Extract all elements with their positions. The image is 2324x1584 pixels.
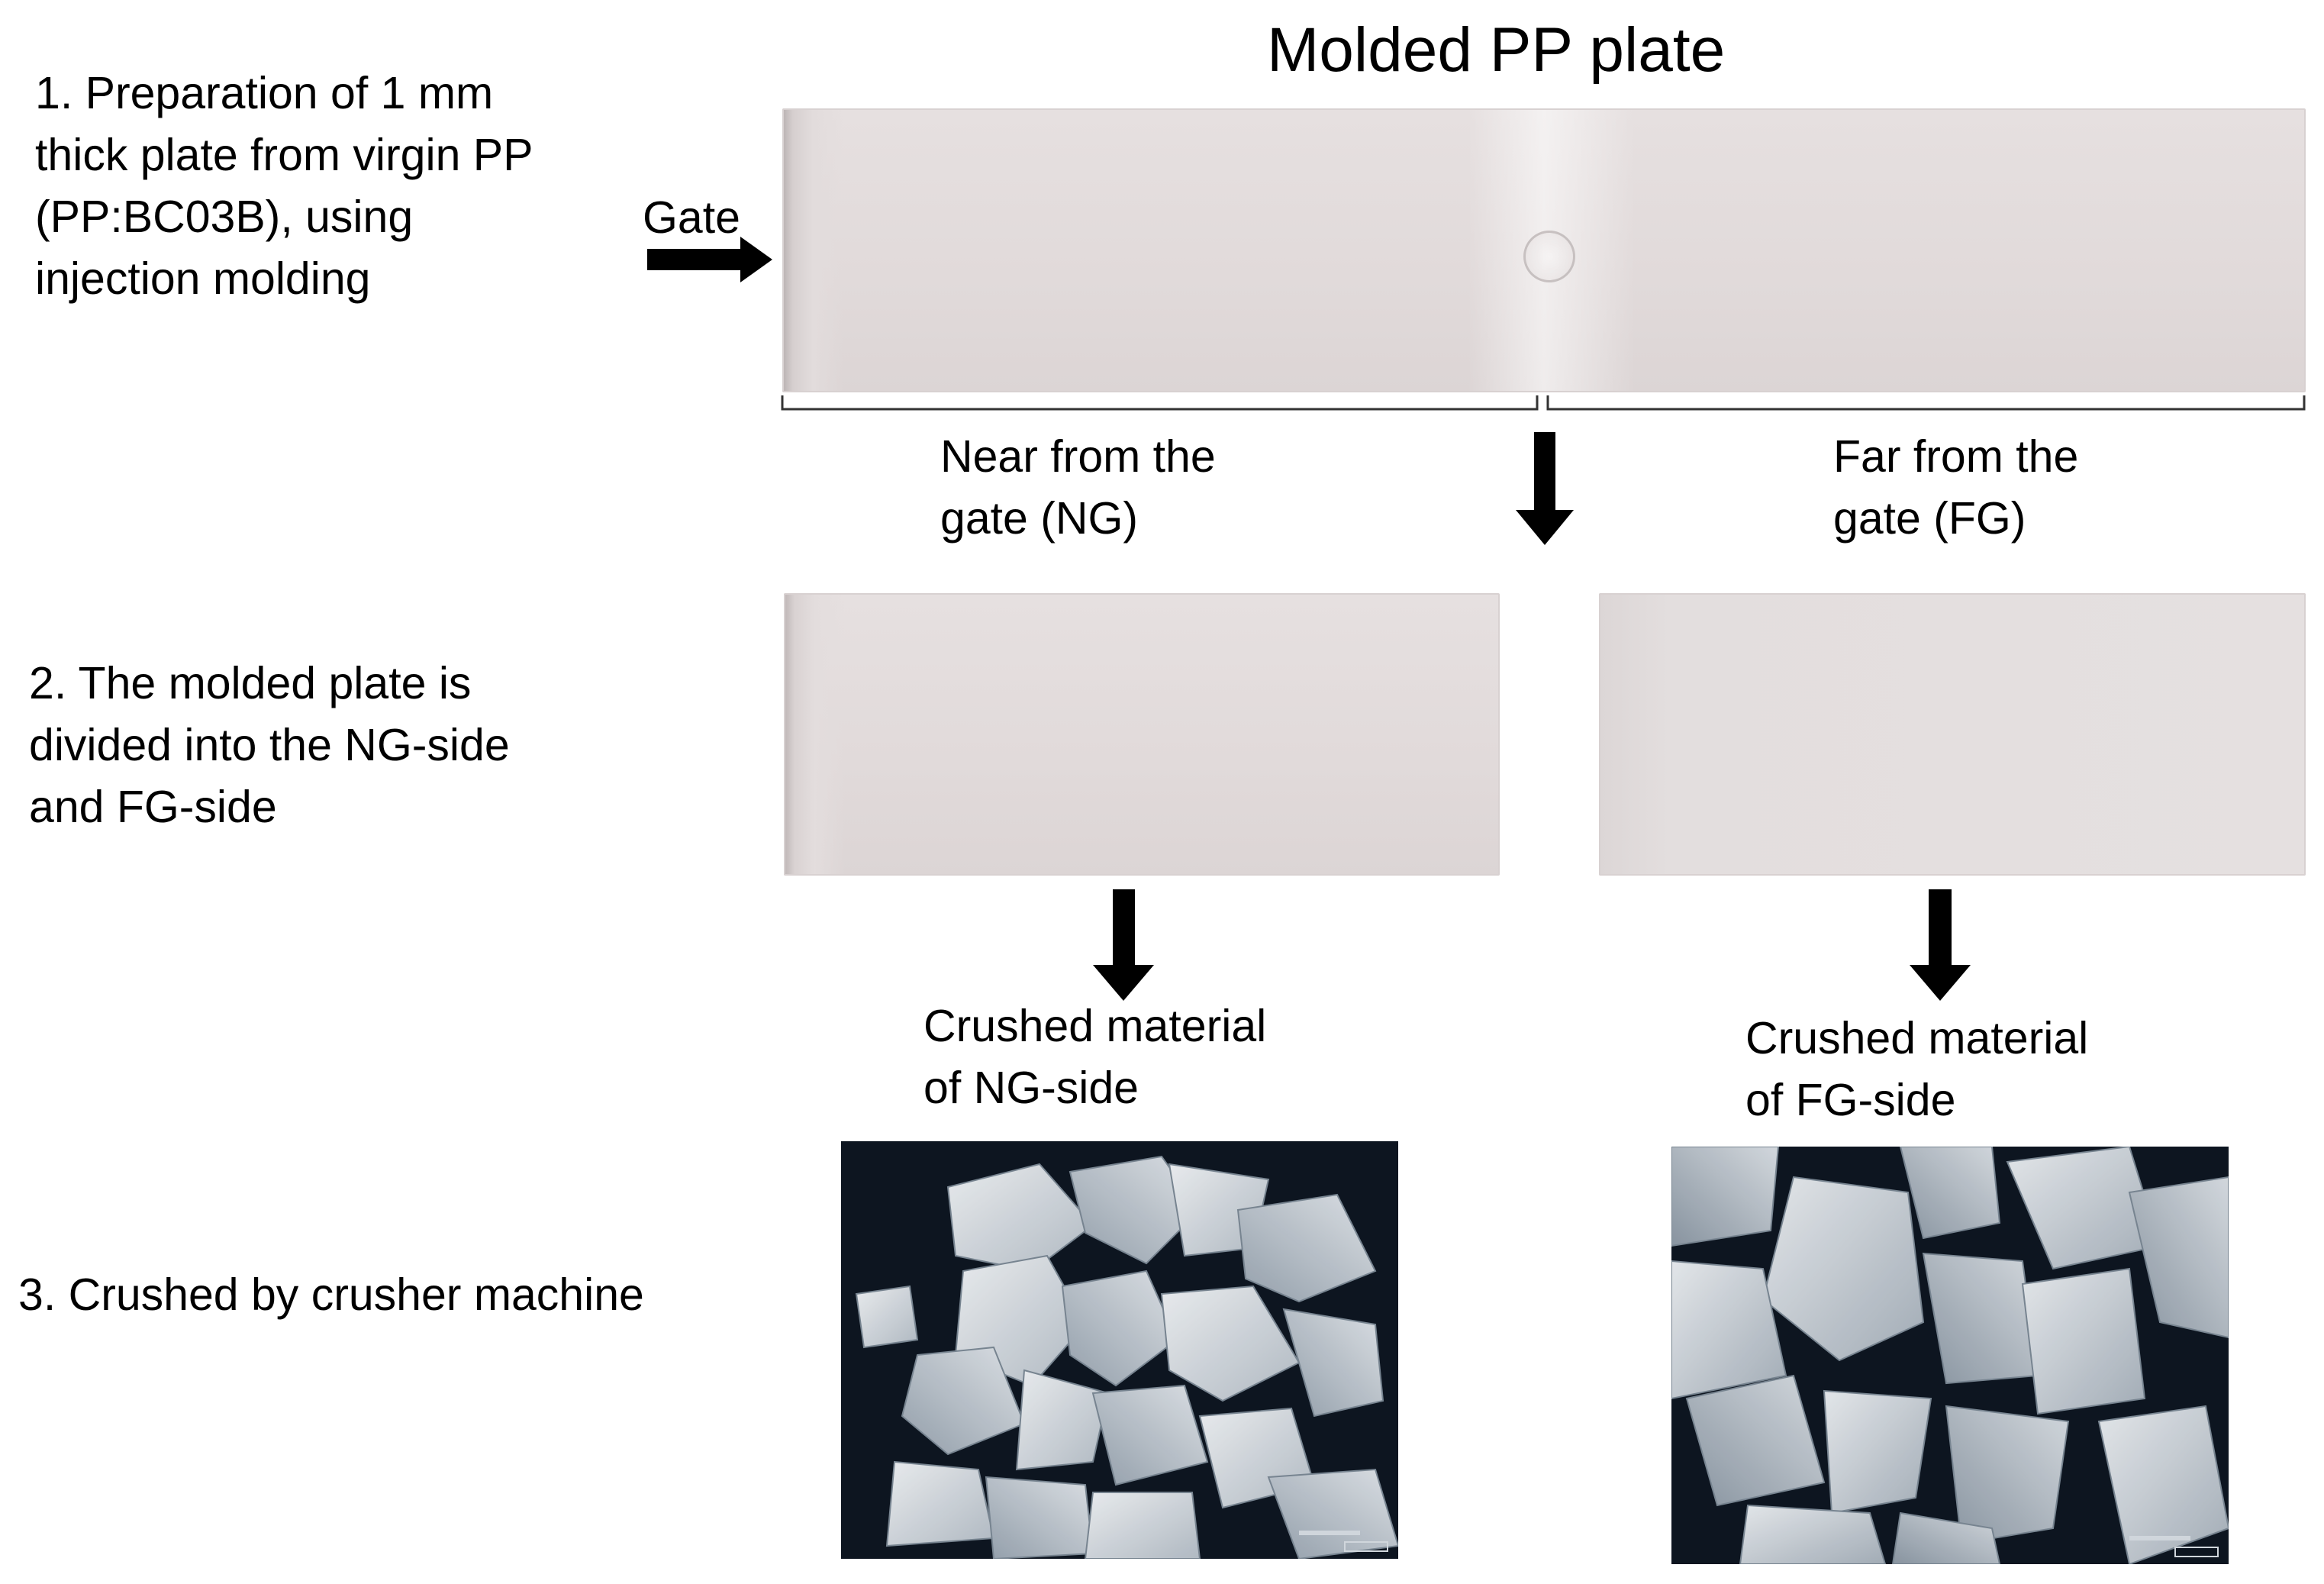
step-1-label: 1. Preparation of 1 mm thick plate from …	[35, 68, 533, 304]
ng-side-plate	[784, 593, 1500, 876]
divide-arrow	[1516, 432, 1574, 545]
step-3-label: 3. Crushed by crusher machine	[18, 1269, 644, 1320]
fg-crushed-photo	[1671, 1147, 2229, 1564]
crushed-fg-label: Crushed material of FG-side	[1745, 1013, 2089, 1125]
fg-fragments-image	[1671, 1147, 2229, 1564]
near-gate-label: Near from the gate (NG)	[940, 431, 1216, 544]
diagram-title: Molded PP plate	[1267, 15, 1726, 85]
plate-center-mark	[1523, 231, 1575, 282]
ng-fragments-image	[841, 1141, 1398, 1559]
step-2-label: 2. The molded plate is divided into the …	[29, 658, 510, 832]
fg-side-plate	[1599, 593, 2306, 876]
crushed-ng-label: Crushed material of NG-side	[923, 1001, 1267, 1113]
fg-crush-arrow	[1910, 889, 1971, 1001]
ng-crushed-photo	[841, 1141, 1398, 1559]
gate-label: Gate	[643, 192, 740, 243]
far-gate-label: Far from the gate (FG)	[1833, 431, 2079, 544]
molded-pp-plate	[782, 108, 2306, 392]
ng-crush-arrow	[1093, 889, 1154, 1001]
